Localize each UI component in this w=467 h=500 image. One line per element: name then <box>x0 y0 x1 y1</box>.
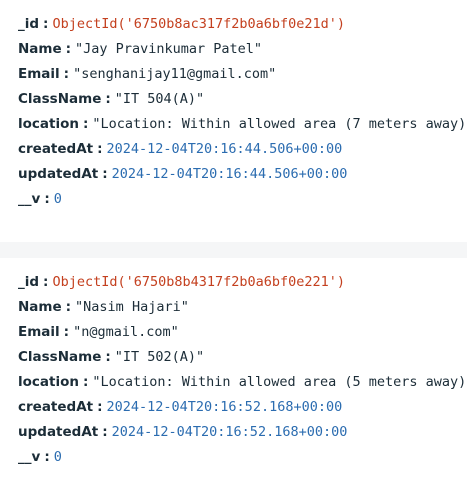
field-separator: : <box>97 399 103 415</box>
field-separator: : <box>63 324 70 340</box>
field-key: __v <box>18 191 41 207</box>
field-key: createdAt <box>18 141 94 157</box>
field-value[interactable]: 0 <box>53 191 62 207</box>
field-separator: : <box>43 16 49 32</box>
field-value[interactable]: 2024-12-04T20:16:52.168+00:00 <box>111 424 348 440</box>
field-value[interactable]: "IT 504(A)" <box>114 91 205 107</box>
field-separator: : <box>105 91 111 107</box>
field-name: Name:"Nasim Hajari" <box>18 295 467 320</box>
field-updated-at: updatedAt:2024-12-04T20:16:52.168+00:00 <box>18 420 467 445</box>
field-key: Name <box>18 299 62 315</box>
field-location: location:"Location: Within allowed area … <box>18 370 467 395</box>
field-key: Email <box>18 66 60 82</box>
field-version: __v:0 <box>18 187 467 212</box>
field-separator: : <box>63 66 70 82</box>
field-key: ClassName <box>18 349 102 365</box>
field-classname: ClassName:"IT 504(A)" <box>18 87 467 112</box>
field-value[interactable]: "Nasim Hajari" <box>75 299 189 315</box>
field-updated-at: updatedAt:2024-12-04T20:16:44.506+00:00 <box>18 162 467 187</box>
field-value[interactable]: "n@gmail.com" <box>73 324 179 340</box>
field-value[interactable]: ObjectId('6750b8b4317f2b0a6bf0e221') <box>52 274 346 290</box>
document-fields: _id:ObjectId('6750b8b4317f2b0a6bf0e221')… <box>18 270 467 470</box>
field-key: location <box>18 116 79 132</box>
field-separator: : <box>65 299 72 315</box>
field-value[interactable]: ObjectId('6750b8ac317f2b0a6bf0e21d') <box>52 16 346 32</box>
field-value[interactable]: "Jay Pravinkumar Patel" <box>75 41 262 57</box>
field-key: Name <box>18 41 62 57</box>
field-separator: : <box>97 141 103 157</box>
field-separator: : <box>43 274 49 290</box>
field-key: __v <box>18 449 41 465</box>
field-separator: : <box>102 424 108 440</box>
field-email: Email:"n@gmail.com" <box>18 320 467 345</box>
field-value[interactable]: "Location: Within allowed area (7 meters… <box>92 116 467 132</box>
document-card-1[interactable]: _id:ObjectId('6750b8ac317f2b0a6bf0e21d')… <box>0 0 467 242</box>
field-created-at: createdAt:2024-12-04T20:16:44.506+00:00 <box>18 137 467 162</box>
field-separator: : <box>44 191 50 207</box>
field-value[interactable]: "Location: Within allowed area (5 meters… <box>92 374 467 390</box>
field-separator: : <box>82 374 89 390</box>
field-location: location:"Location: Within allowed area … <box>18 112 467 137</box>
field-created-at: createdAt:2024-12-04T20:16:52.168+00:00 <box>18 395 467 420</box>
field-email: Email:"senghanijay11@gmail.com" <box>18 62 467 87</box>
field-value[interactable]: 2024-12-04T20:16:44.506+00:00 <box>106 141 343 157</box>
field-separator: : <box>82 116 89 132</box>
field-value[interactable]: 2024-12-04T20:16:52.168+00:00 <box>106 399 343 415</box>
field-key: updatedAt <box>18 166 99 182</box>
field-name: Name:"Jay Pravinkumar Patel" <box>18 37 467 62</box>
field-separator: : <box>44 449 50 465</box>
field-id: _id:ObjectId('6750b8b4317f2b0a6bf0e221') <box>18 270 467 295</box>
field-key: location <box>18 374 79 390</box>
field-value[interactable]: "IT 502(A)" <box>114 349 205 365</box>
field-classname: ClassName:"IT 502(A)" <box>18 345 467 370</box>
field-key: ClassName <box>18 91 102 107</box>
field-key: Email <box>18 324 60 340</box>
document-fields: _id:ObjectId('6750b8ac317f2b0a6bf0e21d')… <box>18 12 467 212</box>
field-key: createdAt <box>18 399 94 415</box>
field-value[interactable]: 0 <box>53 449 62 465</box>
field-key: updatedAt <box>18 424 99 440</box>
field-key: _id <box>18 16 40 32</box>
field-separator: : <box>105 349 111 365</box>
field-separator: : <box>65 41 72 57</box>
field-key: _id <box>18 274 40 290</box>
field-id: _id:ObjectId('6750b8ac317f2b0a6bf0e21d') <box>18 12 467 37</box>
field-value[interactable]: 2024-12-04T20:16:44.506+00:00 <box>111 166 348 182</box>
field-separator: : <box>102 166 108 182</box>
field-value[interactable]: "senghanijay11@gmail.com" <box>73 66 277 82</box>
document-card-2[interactable]: _id:ObjectId('6750b8b4317f2b0a6bf0e221')… <box>0 258 467 500</box>
field-version: __v:0 <box>18 445 467 470</box>
